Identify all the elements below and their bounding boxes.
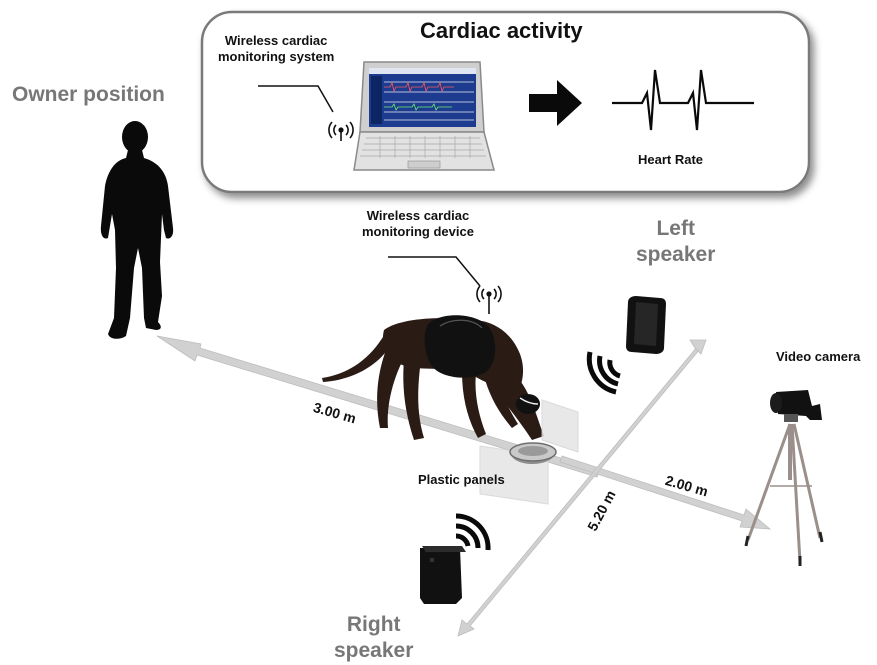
left-speaker-label-line-1: Left xyxy=(656,217,695,240)
right-speaker-sound-waves xyxy=(455,513,491,551)
left-speaker-label: Left speaker xyxy=(636,216,715,268)
panel-title: Cardiac activity xyxy=(420,18,583,43)
system-pointer-line xyxy=(258,85,334,113)
tripod-icon xyxy=(746,423,822,563)
right-arrow-icon xyxy=(529,80,582,126)
left-speaker-icon xyxy=(626,296,666,354)
plastic-panels-label: Plastic panels xyxy=(418,472,505,487)
tripod-feet xyxy=(744,531,824,566)
system-label-line-1: Wireless cardiac xyxy=(224,33,328,48)
left-speaker-sound-waves xyxy=(586,351,621,395)
owner-position-label: Owner position xyxy=(12,83,165,106)
right-speaker-icon xyxy=(420,546,466,604)
right-speaker-label-line-2: speaker xyxy=(334,639,414,662)
right-speaker-label: Right speaker xyxy=(334,612,413,664)
system-label: Wireless cardiac monitoring system xyxy=(218,33,334,65)
laptop-icon xyxy=(353,61,495,171)
cardiac-activity-panel xyxy=(200,10,811,194)
device-label: Wireless cardiac monitoring device xyxy=(362,208,474,240)
food-bowl-icon xyxy=(509,442,557,464)
device-label-line-2: monitoring device xyxy=(362,224,474,239)
ecg-trace-icon xyxy=(612,69,754,131)
device-label-line-1: Wireless cardiac xyxy=(366,208,470,223)
video-camera-label: Video camera xyxy=(776,349,861,364)
dog-illustration xyxy=(322,315,544,440)
heart-rate-label: Heart Rate xyxy=(638,152,704,167)
antenna-icon xyxy=(328,121,354,141)
video-camera-icon xyxy=(770,390,822,422)
system-label-line-2: monitoring system xyxy=(218,49,335,64)
device-pointer-line xyxy=(388,256,481,287)
owner-silhouette xyxy=(100,121,174,339)
device-antenna-icon xyxy=(476,285,502,314)
left-speaker-label-line-2: speaker xyxy=(636,243,716,266)
right-speaker-label-line-1: Right xyxy=(346,613,401,636)
